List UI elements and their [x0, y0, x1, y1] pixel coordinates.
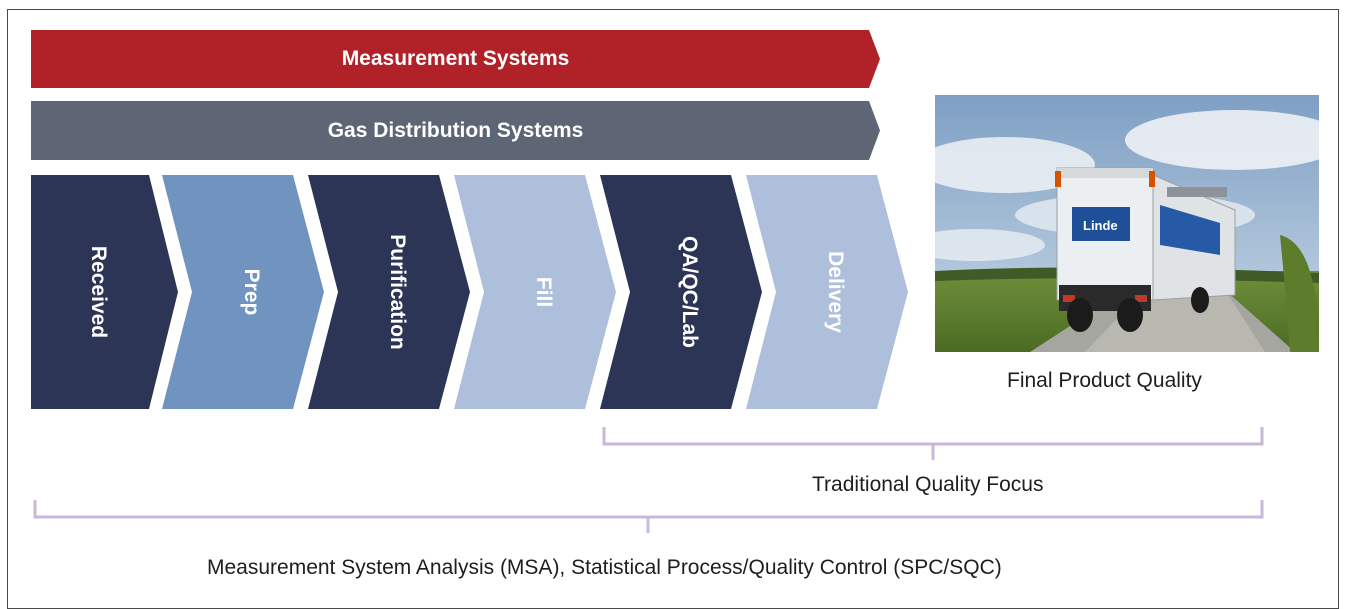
measurement-systems-label: Measurement Systems — [341, 47, 570, 70]
delivery-truck-photo: Linde — [935, 95, 1319, 352]
msa-spc-label: Measurement System Analysis (MSA), Stati… — [207, 556, 1002, 579]
final-product-quality-caption: Final Product Quality — [1007, 369, 1202, 392]
diagram: Measurement Systems Gas Distribution Sys… — [7, 9, 1339, 609]
traditional-quality-focus-bracket — [602, 427, 1264, 460]
step-received: Received — [31, 175, 178, 409]
truck-illustration: Linde — [935, 95, 1319, 352]
truck-logo: Linde — [1083, 218, 1118, 233]
brackets-layer — [33, 427, 1264, 533]
msa-spc-bracket — [33, 500, 1264, 533]
measurement-systems-band: Measurement Systems — [31, 30, 880, 88]
traditional-quality-focus-label: Traditional Quality Focus — [812, 473, 1044, 496]
gas-distribution-systems-band: Gas Distribution Systems — [31, 101, 880, 160]
gas-distribution-systems-label: Gas Distribution Systems — [327, 118, 584, 142]
